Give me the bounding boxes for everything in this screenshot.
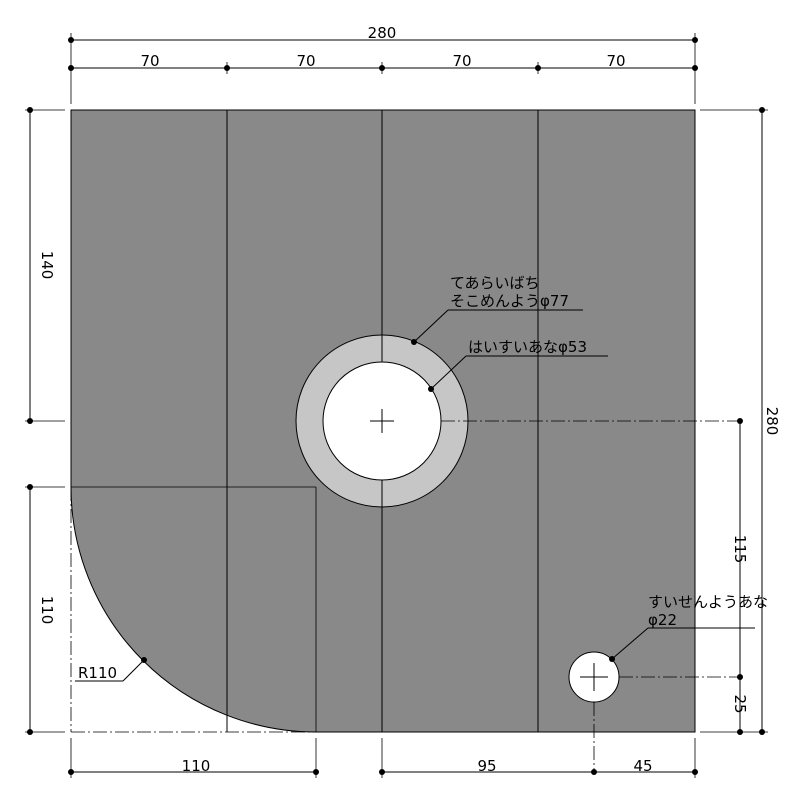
radius-leader xyxy=(75,657,147,682)
bottom-dimensions xyxy=(68,738,698,778)
label-ring-line1: てあらいばち xyxy=(450,274,540,292)
center-lines xyxy=(70,409,740,775)
dim-right-low: 25 xyxy=(731,694,749,713)
faucet-leader xyxy=(609,627,755,662)
dim-bottom-right: 45 xyxy=(633,757,652,775)
label-faucet-line1: すいせんようあな xyxy=(648,593,768,611)
dim-segment-4: 70 xyxy=(606,52,625,70)
top-dimensions xyxy=(68,33,698,104)
dim-segment-2: 70 xyxy=(296,52,315,70)
dim-overall-height: 280 xyxy=(763,407,781,436)
dim-bottom-mid: 95 xyxy=(477,757,496,775)
label-faucet-line2: φ22 xyxy=(648,611,677,629)
right-dimensions xyxy=(700,107,768,735)
drain-leader xyxy=(428,355,608,392)
dim-segment-1: 70 xyxy=(140,52,159,70)
label-drain-hole: はいすいあなφ53 xyxy=(468,338,587,356)
dim-segment-3: 70 xyxy=(452,52,471,70)
dim-overall-width: 280 xyxy=(368,24,397,42)
left-dimensions xyxy=(25,107,65,735)
dim-right-mid: 115 xyxy=(731,535,749,564)
label-corner-radius: R110 xyxy=(78,664,117,682)
dim-bottom-left: 110 xyxy=(182,757,211,775)
label-ring-line2: そこめんようφ77 xyxy=(450,292,569,310)
ring-leader xyxy=(411,309,583,345)
dim-left-lower: 110 xyxy=(38,596,56,625)
dim-left-upper: 140 xyxy=(38,251,56,280)
